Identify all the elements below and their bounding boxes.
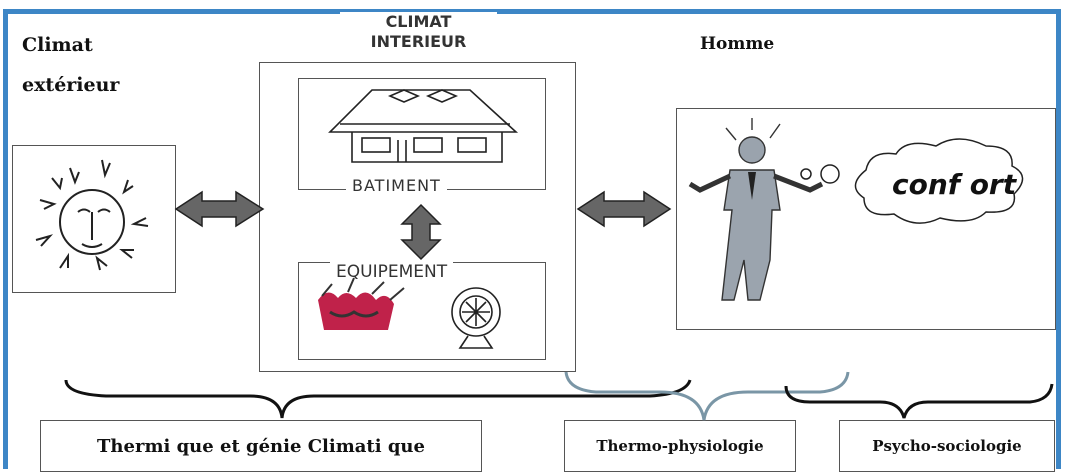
homme-label: Homme <box>700 34 775 54</box>
psycho-sociologie-box: Psycho-sociologie <box>839 420 1055 472</box>
man-icon <box>688 118 824 301</box>
thought-bubble-icon <box>800 138 1024 224</box>
arrow-exterieur-interieur-icon <box>174 190 265 228</box>
thermique-label: Thermi que et génie Climati que <box>97 435 425 457</box>
house-icon <box>328 89 519 163</box>
sun-icon <box>35 159 149 271</box>
arrow-interieur-homme-icon <box>576 190 672 228</box>
climat-exterieur-label-1: Climat <box>22 34 93 56</box>
climat-interieur-title-2: INTERIEUR <box>370 32 467 51</box>
fan-icon <box>451 287 501 349</box>
sun-box <box>12 145 176 293</box>
thermique-box: Thermi que et génie Climati que <box>40 420 482 472</box>
climat-interieur-title-1: CLIMAT <box>385 12 452 31</box>
thermo-physiologie-label: Thermo-physiologie <box>596 437 764 455</box>
brace-psycho-sociologie-icon <box>784 383 1054 419</box>
psycho-sociologie-label: Psycho-sociologie <box>872 437 1022 455</box>
brace-thermo-physiologie-icon <box>564 371 850 421</box>
diagram-frame <box>3 9 1061 469</box>
climat-interieur-title: CLIMAT INTERIEUR <box>340 12 497 52</box>
arrow-batiment-equipement-icon <box>400 203 442 261</box>
heater-icon <box>318 277 405 330</box>
equipement-label: EQUIPEMENT <box>330 262 454 282</box>
brace-thermique-icon <box>64 379 692 419</box>
batiment-box <box>298 78 546 190</box>
climat-exterieur-label-2: extérieur <box>22 74 120 96</box>
batiment-label: BATIMENT <box>346 176 447 195</box>
confort-label: conf ort <box>892 168 1017 201</box>
